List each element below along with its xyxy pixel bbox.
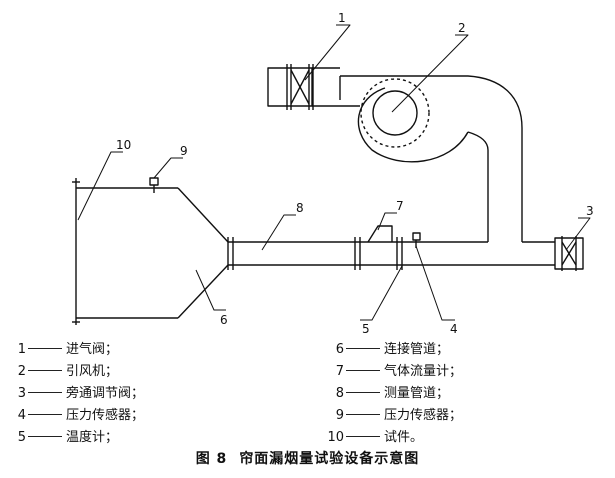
callout-labels: 1 2 3 4 5 6 7 8 9 10 (116, 11, 594, 336)
callout-9: 9 (180, 144, 188, 158)
callout-6: 6 (220, 313, 228, 327)
fan-duct (267, 64, 523, 242)
callout-3: 3 (586, 204, 594, 218)
leader-lines (77, 24, 591, 321)
callout-8: 8 (296, 201, 304, 215)
specimen-box (72, 178, 229, 325)
callout-1: 1 (338, 11, 346, 25)
pressure-sensor-9-icon (149, 177, 159, 193)
bypass-valve-icon (522, 236, 584, 271)
callout-4: 4 (450, 322, 458, 336)
figure-title: 帘面漏烟量试验设备示意图 (239, 451, 420, 467)
figure-number: 图 8 (195, 451, 228, 467)
measuring-duct (227, 237, 555, 270)
callout-10: 10 (116, 138, 131, 152)
gas-flow-meter-icon (367, 225, 393, 243)
pressure-sensor-4-icon (412, 232, 421, 248)
callout-2: 2 (458, 21, 466, 35)
callout-5: 5 (362, 322, 370, 336)
figure-caption: 图 8 帘面漏烟量试验设备示意图 (0, 448, 615, 468)
callout-7: 7 (396, 199, 404, 213)
